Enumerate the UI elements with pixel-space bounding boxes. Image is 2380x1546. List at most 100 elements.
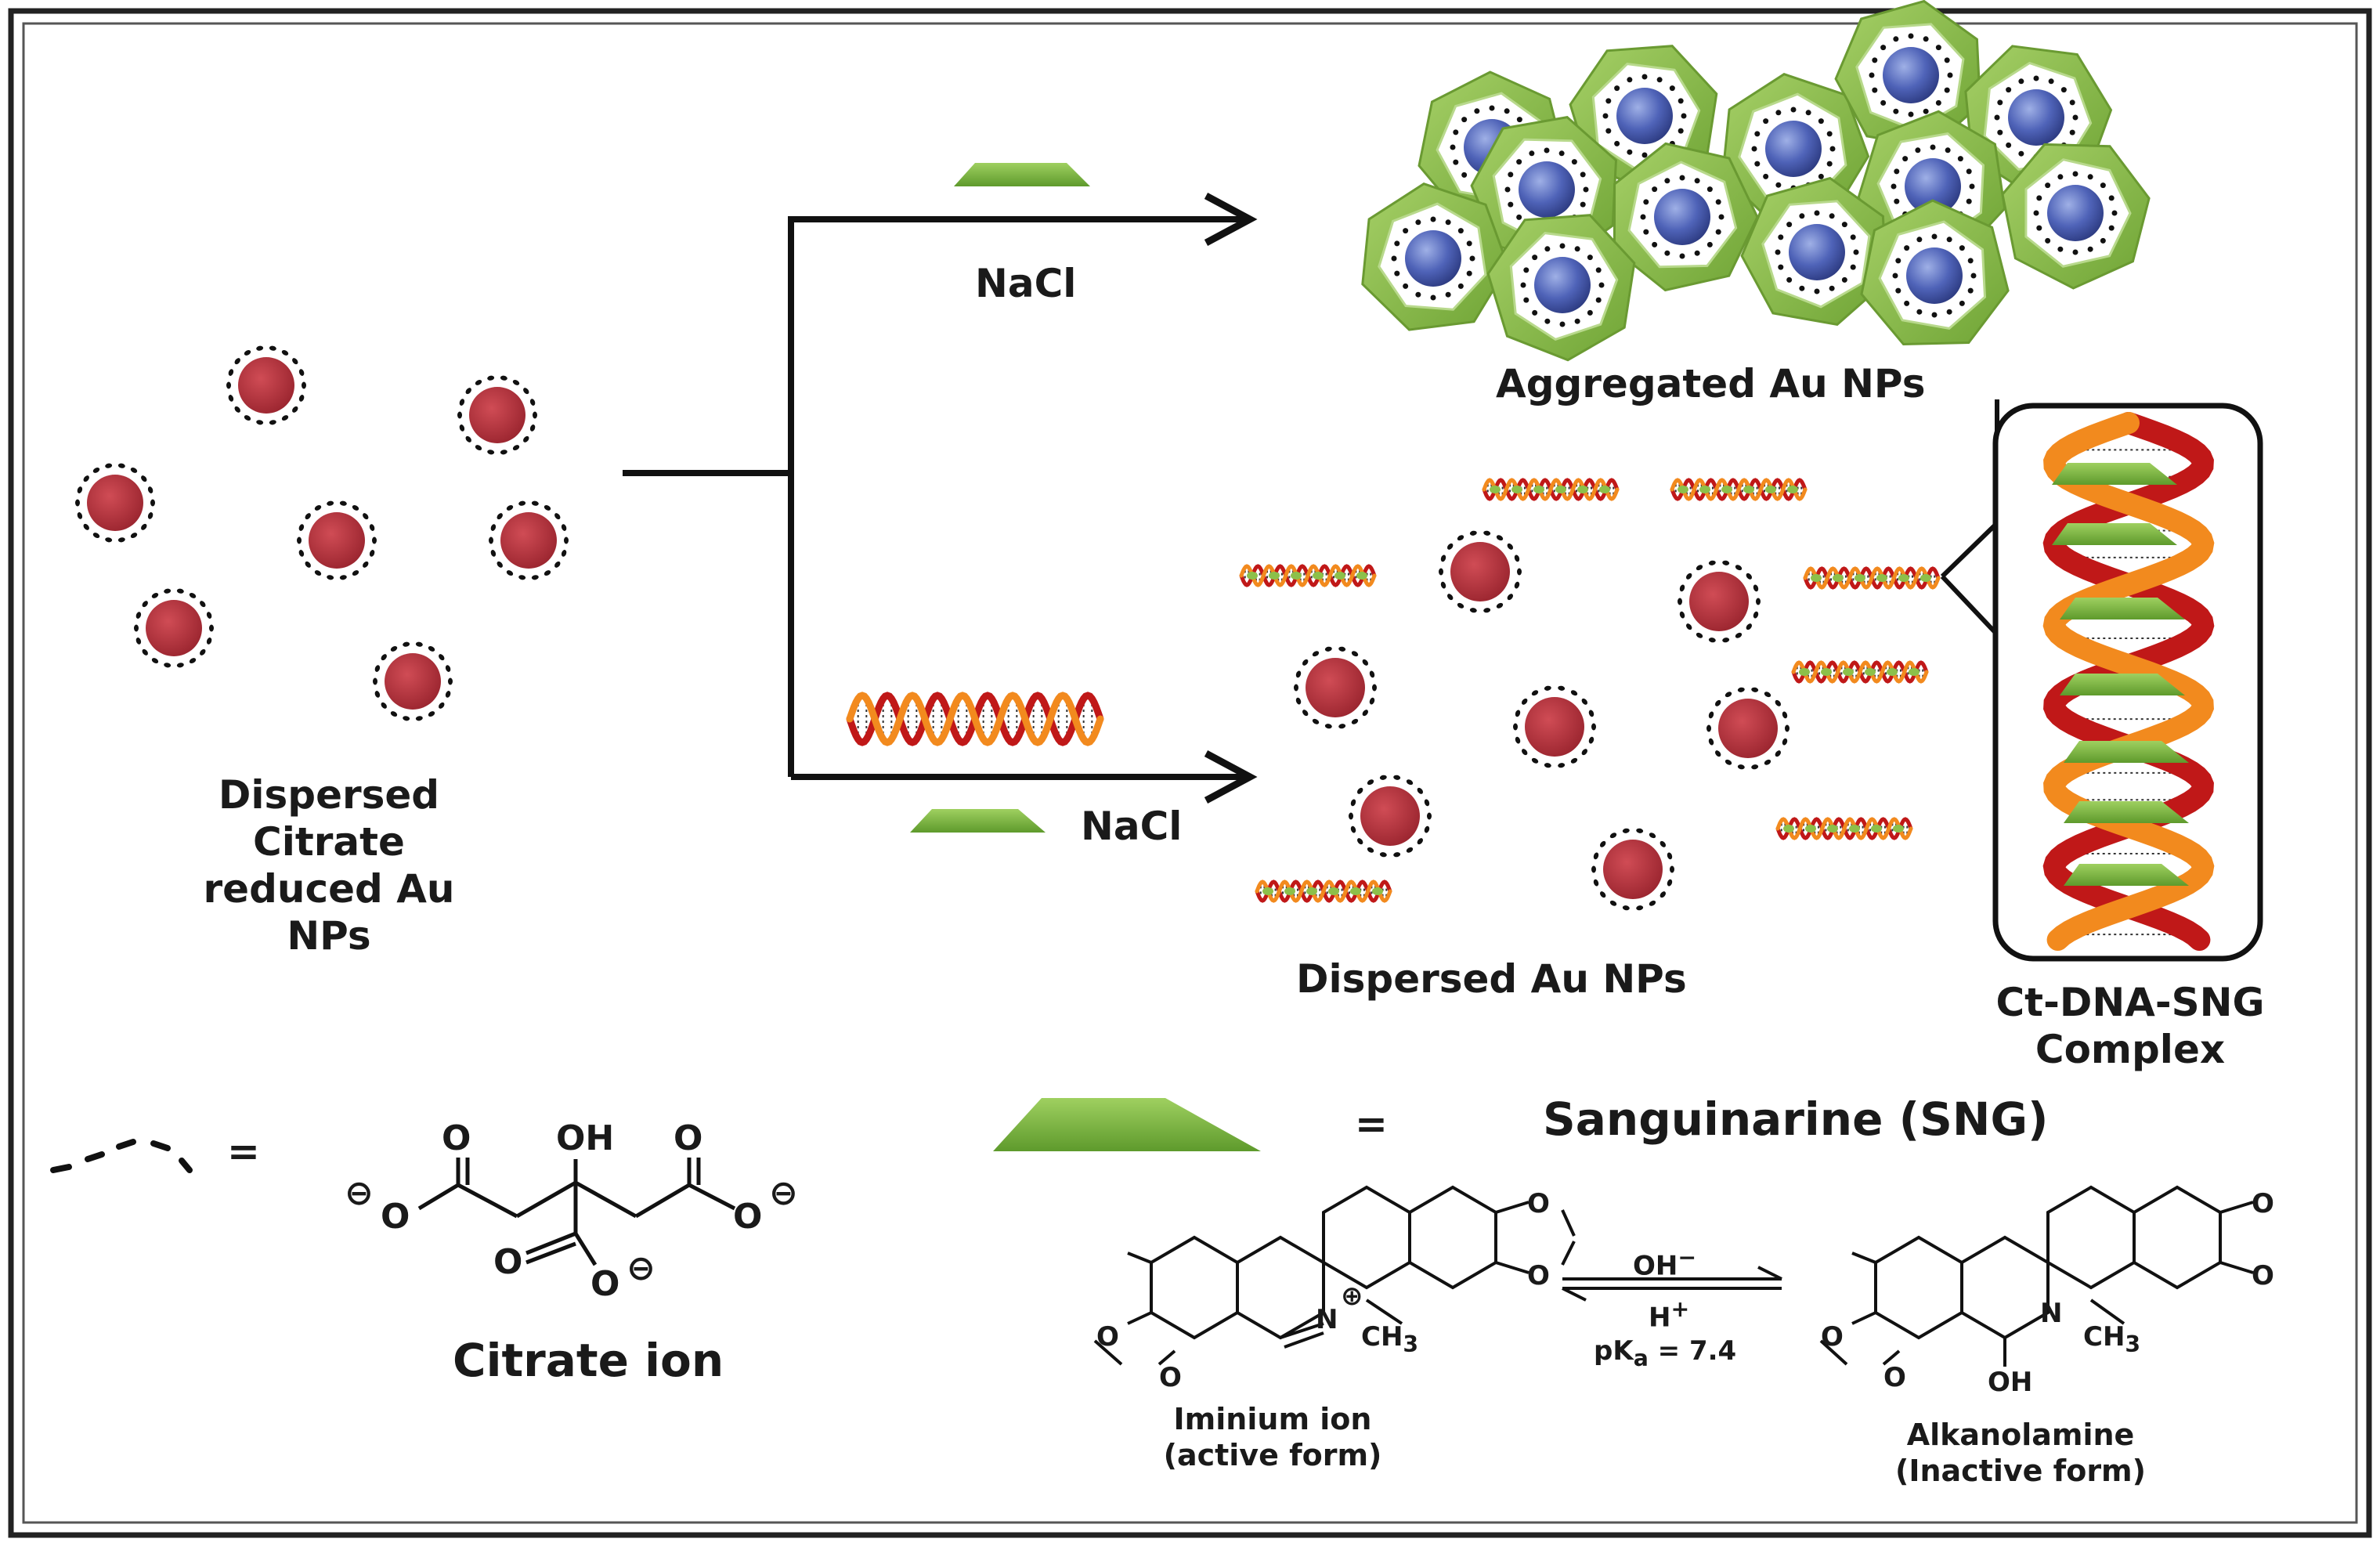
alkanol-o-4: O bbox=[1883, 1362, 1906, 1393]
alkanolamine-line-2: (Inactive form) bbox=[1894, 1453, 2147, 1488]
citrate-charge-left: ⊖ bbox=[345, 1173, 374, 1213]
dispersed-citrate-particles bbox=[75, 345, 569, 721]
mini-dna-complex bbox=[1670, 478, 1808, 501]
citrate-au-particle bbox=[134, 588, 214, 668]
eq-oh-text: OH bbox=[1633, 1250, 1678, 1282]
dispersed-au-particle bbox=[1678, 560, 1761, 643]
iminium-ch3: CH3 bbox=[1361, 1324, 1418, 1356]
inset-sng-wedge bbox=[2052, 463, 2177, 485]
iminium-o-1: O bbox=[1527, 1188, 1550, 1219]
eq-pka-value: = 7.4 bbox=[1648, 1335, 1737, 1367]
inset-sng-wedge bbox=[2060, 598, 2185, 619]
alkanol-o-1: O bbox=[2252, 1188, 2274, 1219]
iminium-label: Iminium ion (active form) bbox=[1143, 1402, 1402, 1473]
sng-wedge-top bbox=[954, 163, 1090, 186]
sng-wedge-legend bbox=[993, 1098, 1261, 1151]
inset-sng-wedge bbox=[2064, 864, 2189, 886]
mini-dna-complex bbox=[1239, 564, 1377, 587]
aggregated-au-particle bbox=[1486, 214, 1636, 362]
inset-sng-wedge bbox=[2052, 523, 2177, 545]
dispersed-au-particle bbox=[1439, 530, 1522, 613]
iminium-structure bbox=[1093, 1185, 1576, 1366]
citrate-au-particle bbox=[297, 500, 377, 580]
citrate-o-right-minus: O bbox=[733, 1197, 763, 1237]
citrate-o-left-minus: O bbox=[381, 1197, 410, 1237]
arrowhead-top bbox=[1204, 193, 1258, 246]
mini-dna-complexes bbox=[1239, 478, 1941, 903]
alkanolamine-structure bbox=[1819, 1185, 2254, 1367]
inner-frame bbox=[22, 22, 2358, 1524]
iminium-o-3: O bbox=[1096, 1321, 1119, 1353]
mini-dna-complex bbox=[1775, 817, 1913, 840]
aggregated-au-particle bbox=[2001, 143, 2151, 290]
eq-pka-sub: a bbox=[1633, 1345, 1649, 1371]
inset-callout bbox=[1940, 399, 1999, 579]
iminium-o-4: O bbox=[1159, 1362, 1182, 1393]
sng-wedge-bottom bbox=[910, 809, 1046, 833]
nacl-bottom-label: NaCl bbox=[1081, 804, 1183, 849]
alkanol-n: N bbox=[2040, 1298, 2063, 1329]
aggregated-particles bbox=[1361, 0, 2151, 362]
dispersed-citrate-line-1: Dispersed bbox=[218, 772, 440, 818]
aggregated-au-particle bbox=[1740, 176, 1887, 327]
citrate-charge-bottom: ⊖ bbox=[627, 1248, 655, 1288]
dispersed-au-label: Dispersed Au NPs bbox=[1296, 956, 1687, 1002]
citrate-dash-legend bbox=[50, 1139, 193, 1173]
dispersed-citrate-line-3: reduced Au bbox=[203, 866, 455, 912]
aggregated-label: Aggregated Au NPs bbox=[1496, 361, 1926, 406]
eq-h-sup: + bbox=[1670, 1296, 1690, 1322]
nacl-top-label: NaCl bbox=[975, 261, 1077, 306]
iminium-n-charge: ⊕ bbox=[1341, 1281, 1363, 1312]
mini-dna-complex bbox=[1803, 566, 1941, 590]
iminium-n: N bbox=[1316, 1304, 1338, 1335]
inset-sng-wedge bbox=[2064, 741, 2189, 763]
iminium-ch3-sub: 3 bbox=[1403, 1331, 1419, 1357]
eq-pka-text: pK bbox=[1594, 1335, 1634, 1367]
complex-inset bbox=[1940, 399, 2263, 962]
iminium-o-2: O bbox=[1527, 1260, 1550, 1291]
iminium-ch3-text: CH bbox=[1361, 1321, 1403, 1353]
aggregated-au-particle bbox=[1613, 142, 1759, 292]
citrate-o-right-top: O bbox=[674, 1118, 703, 1158]
aggregated-au-particle bbox=[1860, 199, 2010, 346]
citrate-o-bottom-left: O bbox=[493, 1242, 523, 1282]
eq-h: H+ bbox=[1649, 1296, 1690, 1334]
alkanolamine-label: Alkanolamine (Inactive form) bbox=[1872, 1418, 2169, 1489]
big-helix bbox=[2042, 412, 2215, 951]
dispersed-citrate-label: Dispersed Citrate reduced Au NPs bbox=[149, 771, 509, 959]
mini-dna-complex bbox=[1791, 660, 1929, 684]
complex-label: Ct-DNA-SNG Complex bbox=[1958, 979, 2302, 1073]
citrate-o-bottom-minus: O bbox=[590, 1264, 620, 1304]
alkanolamine-line-1: Alkanolamine bbox=[1906, 1418, 2135, 1452]
dispersed-au-particle bbox=[1513, 685, 1596, 768]
complex-line-2: Complex bbox=[2035, 1027, 2226, 1072]
equilibrium-arrows bbox=[1562, 1266, 1782, 1302]
dna-strand-on-arrow bbox=[846, 692, 1104, 746]
dispersed-au-particles bbox=[1294, 530, 1790, 911]
citrate-au-particle bbox=[75, 463, 155, 543]
citrate-au-particle bbox=[226, 345, 306, 425]
dispersed-citrate-line-2: Citrate bbox=[253, 819, 405, 865]
citrate-o-left-top: O bbox=[442, 1118, 471, 1158]
aggregated-au-particle bbox=[1361, 182, 1510, 331]
alkanol-ch3: CH3 bbox=[2083, 1324, 2140, 1356]
branch-arrows bbox=[623, 193, 1258, 804]
sng-wedges bbox=[910, 163, 1261, 1151]
citrate-au-particle bbox=[457, 375, 537, 455]
alkanol-oh: OH bbox=[1988, 1367, 2033, 1398]
eq-oh: OH− bbox=[1633, 1246, 1696, 1282]
inset-sng-wedge bbox=[2060, 674, 2185, 695]
mini-dna-complex bbox=[1255, 880, 1392, 903]
dispersed-au-particle bbox=[1294, 646, 1377, 729]
outer-frame bbox=[8, 8, 2372, 1538]
aggregated-au-particle bbox=[1834, 0, 1981, 150]
eq-pka: pKa = 7.4 bbox=[1594, 1338, 1736, 1370]
equals-sng: = bbox=[1355, 1101, 1388, 1147]
equals-citrate: = bbox=[227, 1129, 260, 1174]
mini-dna-complex bbox=[1482, 478, 1620, 501]
eq-h-text: H bbox=[1649, 1302, 1671, 1334]
citrate-ion-label: Citrate ion bbox=[453, 1334, 724, 1387]
inset-sng-wedge bbox=[2064, 801, 2189, 823]
citrate-structure bbox=[417, 1158, 736, 1266]
